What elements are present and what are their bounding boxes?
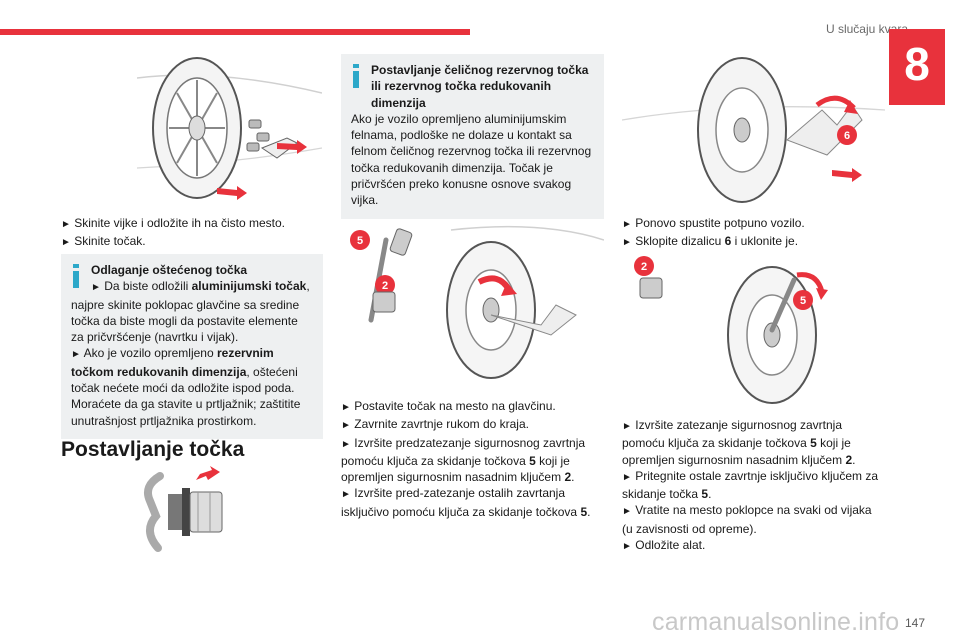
section-heading: Postavljanje točka — [61, 438, 245, 461]
info-icon — [70, 264, 82, 288]
info-box-title: Odlaganje oštećenog točka — [91, 263, 248, 277]
bullet-arrow-icon: ► — [622, 506, 632, 518]
bullet-arrow-icon: ► — [622, 421, 632, 432]
illustration-remove-wheel — [137, 48, 322, 205]
illustration-wheel-bolt — [138, 466, 238, 556]
list-item: ► Postavite točak na mesto na glavčinu. — [341, 399, 556, 413]
list-item: ► Izvršite zatezanje sigurnosnog zavrtnj… — [622, 418, 856, 467]
col3-steps-b: ► Izvršite zatezanje sigurnosnog zavrtnj… — [622, 417, 885, 555]
bullet-arrow-icon: ► — [341, 489, 351, 501]
col2-steps: ► Postavite točak na mesto na glavčinu. … — [341, 398, 604, 520]
list-item: ► Sklopite dizalicu 6 i uklonite je. — [622, 234, 799, 249]
list-item: ► Pritegnite ostale zavrtnje isključivo … — [622, 468, 879, 502]
bullet-arrow-icon: ► — [622, 471, 632, 483]
col1-steps: ► Skinite vijke i odložite ih na čisto m… — [61, 215, 323, 252]
illustration-fit-wheel: 5 2 — [341, 220, 604, 380]
bullet-arrow-icon: ► — [622, 237, 632, 249]
illustration-lower-jack: 6 — [622, 50, 885, 205]
watermark: carmanualsonline.info — [652, 608, 900, 636]
header-accent-bar — [0, 29, 470, 35]
list-item: ► Izvršite predzatezanje sigurnosnog zav… — [341, 435, 586, 485]
callout-6: 6 — [844, 130, 850, 142]
bullet-arrow-icon: ► — [61, 219, 71, 230]
bullet-arrow-icon: ► — [341, 420, 351, 432]
list-item: ► Vratite na mesto poklopce na svaki od … — [622, 503, 872, 536]
callout-5: 5 — [357, 235, 363, 247]
list-item: ► Zavrnite zavrtnje rukom do kraja. — [341, 417, 529, 432]
bullet-arrow-icon: ► — [622, 541, 632, 553]
col3-steps-a: ► Ponovo spustite potpuno vozilo. ► Sklo… — [622, 215, 885, 252]
bullet-arrow-icon: ► — [91, 282, 101, 294]
bullet-arrow-icon: ► — [61, 237, 71, 249]
callout-2: 2 — [382, 280, 388, 292]
illustration-tighten-bolts: 2 5 — [622, 250, 885, 405]
list-item: ► Ponovo spustite potpuno vozilo. — [622, 216, 805, 230]
bullet-arrow-icon: ► — [71, 349, 81, 361]
bullet-arrow-icon: ► — [341, 438, 351, 450]
info-icon — [350, 64, 362, 88]
info-box-steel-spare: Postavljanje čeličnog rezervnog točka il… — [341, 54, 604, 219]
bullet-arrow-icon: ► — [341, 402, 351, 413]
bullet-arrow-icon: ► — [622, 219, 632, 230]
info-box-damaged-wheel: Odlaganje oštećenog točka ► Da biste odl… — [61, 254, 323, 439]
callout-2: 2 — [641, 261, 647, 273]
list-item: ► Odložite alat. — [622, 538, 706, 553]
list-item: ► Skinite vijke i odložite ih na čisto m… — [61, 216, 286, 230]
page-number: 147 — [904, 616, 925, 630]
callout-5: 5 — [800, 295, 806, 307]
info-box-title: Postavljanje čeličnog rezervnog točka il… — [371, 63, 589, 110]
list-item: ► Skinite točak. — [61, 234, 146, 249]
chapter-tab: 8 — [889, 29, 945, 105]
chapter-number: 8 — [904, 38, 930, 90]
list-item: ► Izvršite pred-zatezanje ostalih zavrta… — [341, 486, 591, 519]
section-title: U slučaju kvara — [825, 22, 908, 36]
